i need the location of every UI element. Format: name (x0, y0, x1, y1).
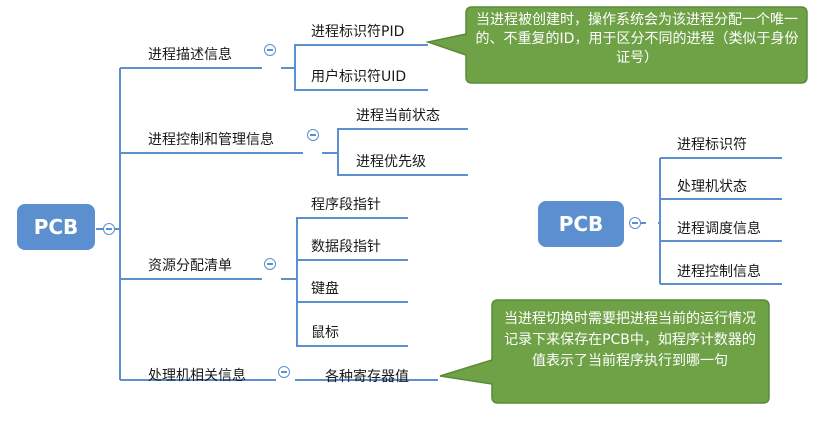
right-root-collapse-toggle[interactable] (629, 217, 641, 229)
branch-label-process-control: 进程控制和管理信息 (148, 132, 274, 148)
right-leaf-scheduling-info: 进程调度信息 (677, 221, 761, 237)
callout-text-top: 当进程被创建时，操作系统会为该进程分配一个唯一的、不重复的ID，用于区分不同的进… (475, 12, 799, 66)
branch-3-collapse-toggle[interactable] (264, 258, 276, 270)
branch-label-process-description: 进程描述信息 (148, 47, 232, 63)
right-leaf-process-id: 进程标识符 (677, 137, 747, 153)
branch-label-resource-allocation: 资源分配清单 (148, 258, 232, 274)
leaf-uid: 用户标识符UID (311, 69, 407, 85)
branch-label-processor-info: 处理机相关信息 (148, 368, 246, 384)
leaf-program-segment-pointer: 程序段指针 (311, 197, 381, 213)
right-root-label: PCB (558, 212, 604, 236)
leaf-pid: 进程标识符PID (311, 24, 405, 40)
branch-4-collapse-toggle[interactable] (278, 366, 290, 378)
left-root-node[interactable]: PCB (17, 204, 95, 250)
branch-1-collapse-toggle[interactable] (264, 44, 276, 56)
leaf-data-segment-pointer: 数据段指针 (311, 239, 381, 255)
leaf-registers: 各种寄存器值 (325, 369, 409, 385)
branch-2-collapse-toggle[interactable] (307, 129, 319, 141)
right-root-node[interactable]: PCB (538, 201, 624, 247)
leaf-priority: 进程优先级 (356, 154, 426, 170)
callout-text-bottom: 当进程切换时需要把进程当前的运行情况记录下来保存在PCB中，如程序计数器的值表示… (504, 311, 756, 369)
callout-bubble-top (425, 6, 808, 84)
callout-bubble-bottom (439, 299, 770, 404)
leaf-keyboard: 键盘 (311, 281, 339, 297)
leaf-current-state: 进程当前状态 (356, 108, 440, 124)
left-root-collapse-toggle[interactable] (103, 223, 115, 235)
leaf-mouse: 鼠标 (311, 325, 339, 341)
right-leaf-processor-state: 处理机状态 (677, 179, 747, 195)
right-leaf-control-info: 进程控制信息 (677, 264, 761, 280)
left-root-label: PCB (33, 215, 79, 239)
